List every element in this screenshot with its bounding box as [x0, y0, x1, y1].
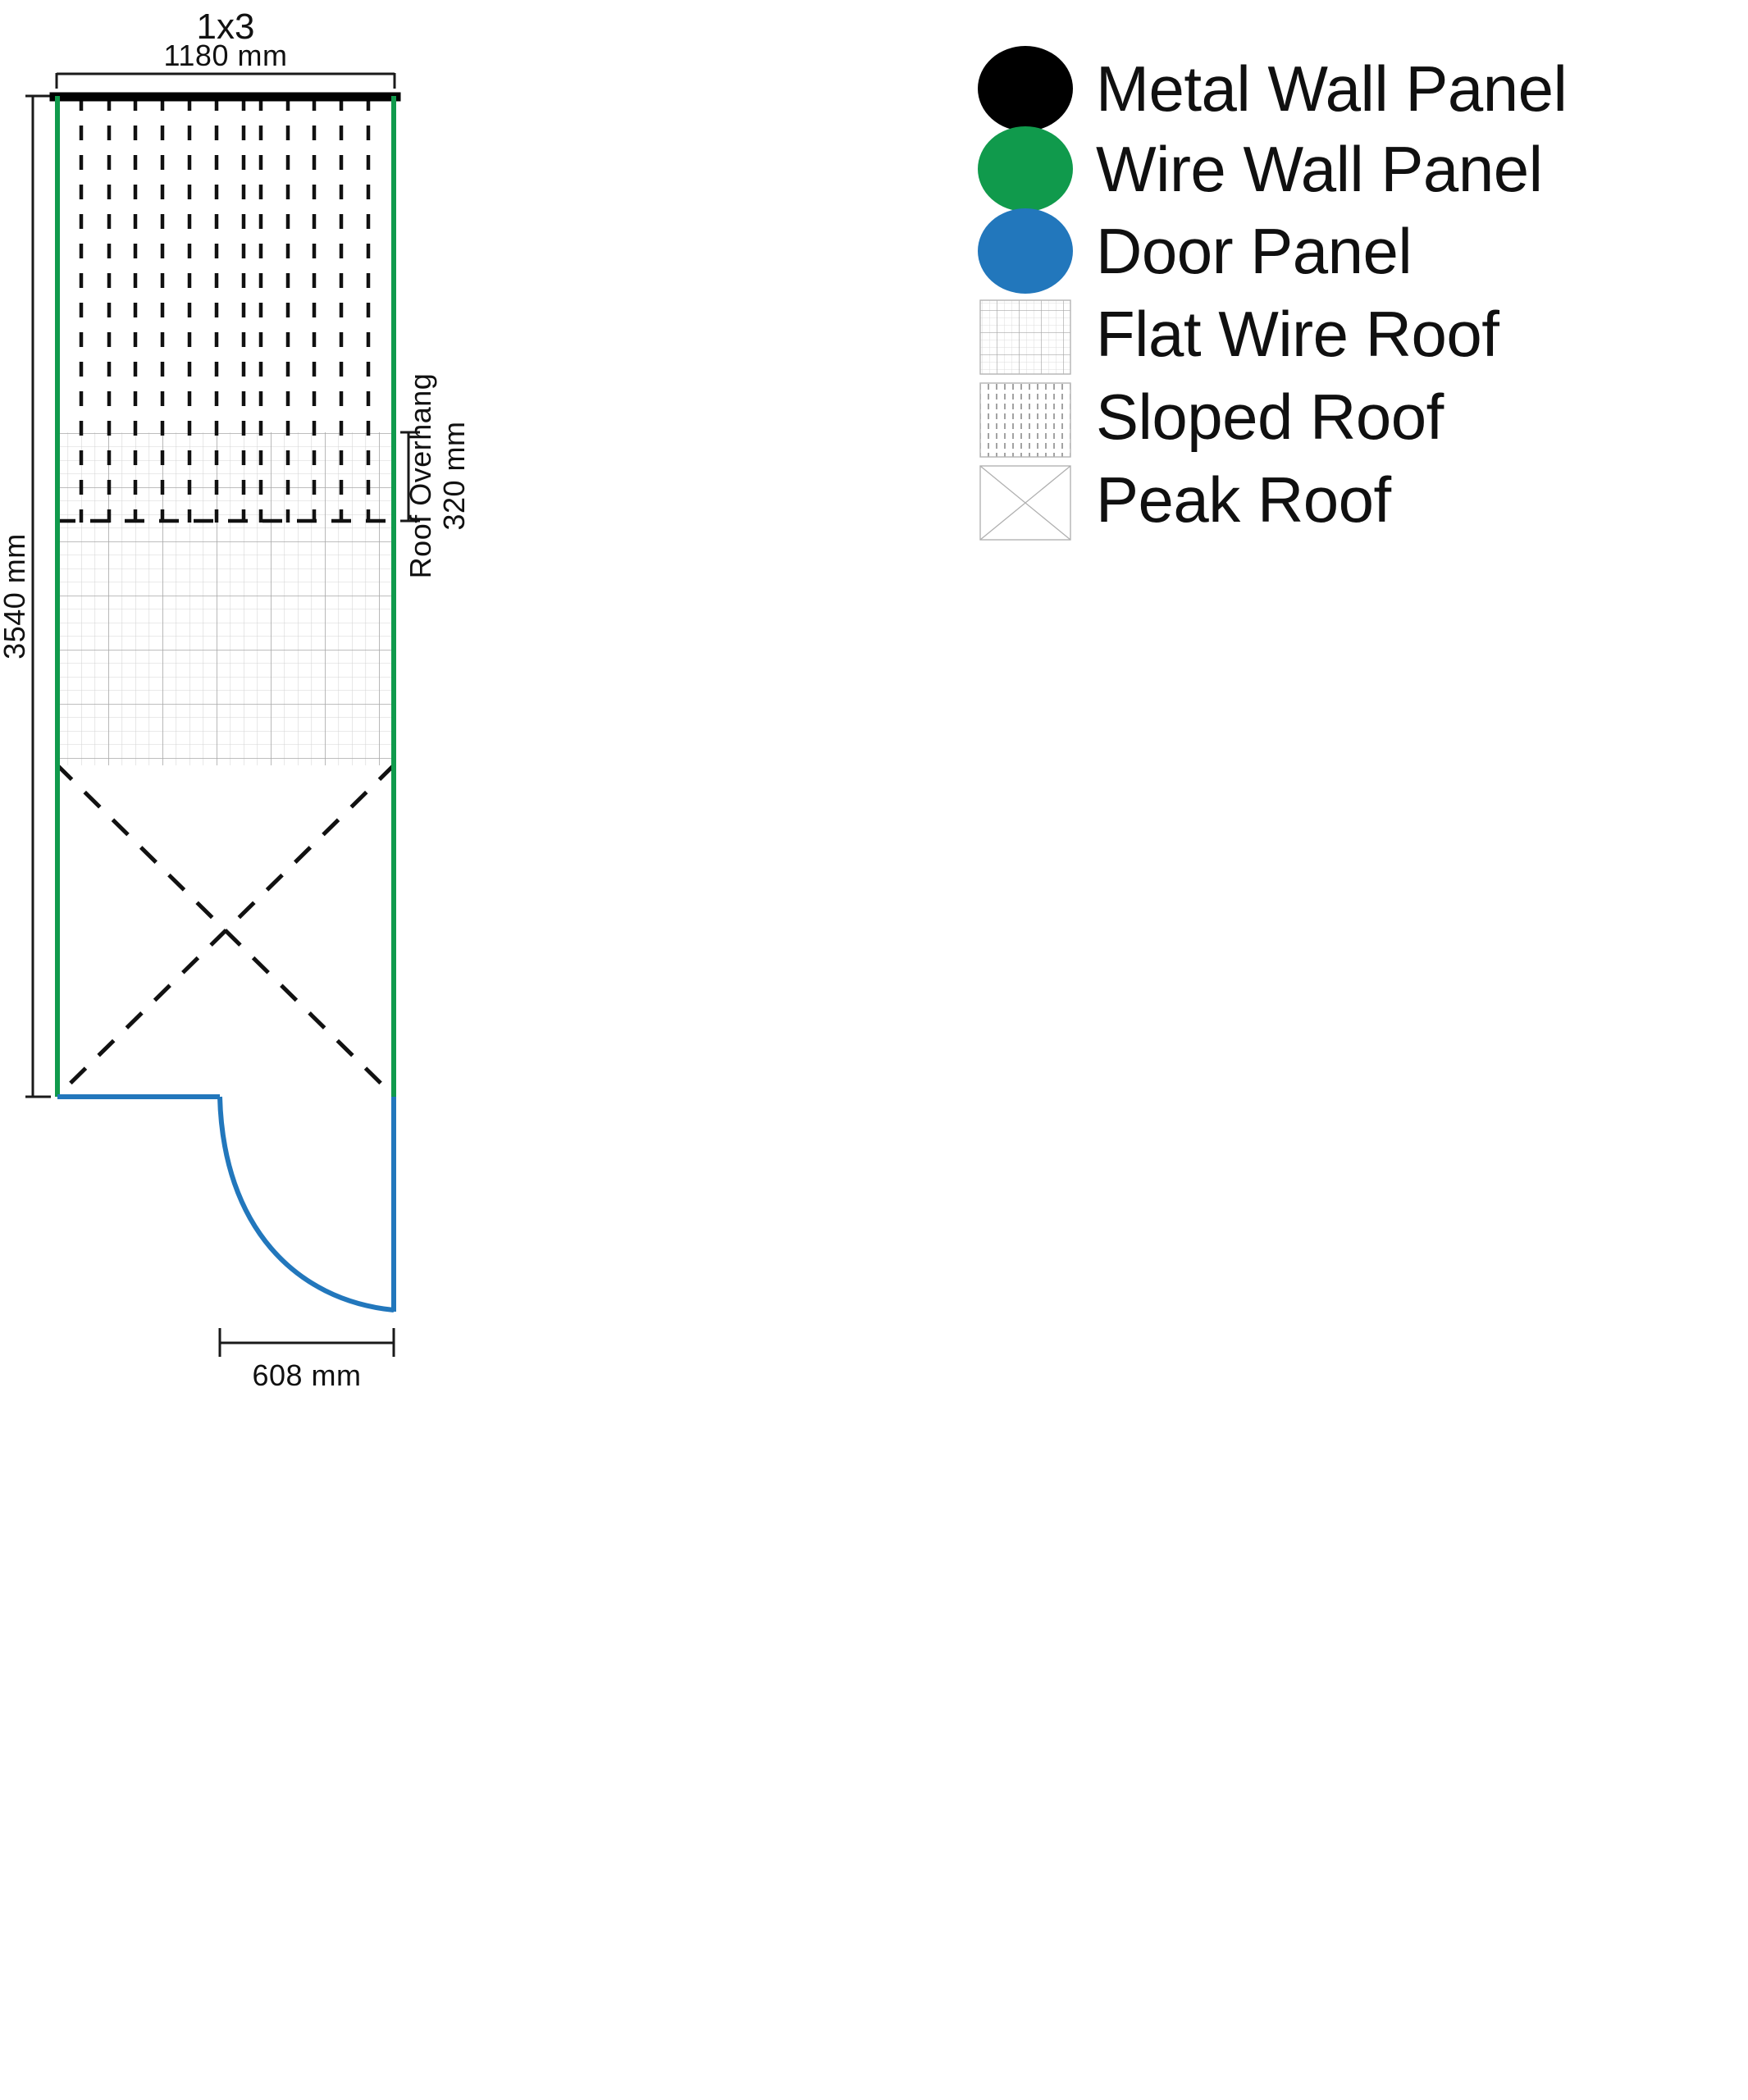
legend-item-metal-wall-panel[interactable]: Metal Wall Panel: [978, 46, 1568, 131]
door-swing-dimension-label: 608 mm: [252, 1358, 361, 1392]
legend-item-sloped-roof[interactable]: Sloped Roof: [979, 381, 1444, 458]
peak-roof-swatch-diagonal-b: [979, 465, 1071, 541]
roof-overhang-name-label: Roof Overhang: [404, 373, 437, 579]
legend-label-flat-wire-roof: Flat Wire Roof: [1096, 298, 1499, 370]
legend-label-sloped-roof: Sloped Roof: [1096, 381, 1444, 453]
door-swing-dimension: 608 mm: [218, 1328, 395, 1392]
flat-wire-roof-region: [56, 432, 395, 765]
legend-label-door-panel: Door Panel: [1096, 215, 1412, 287]
door-panel-swatch-icon: [978, 208, 1073, 294]
roof-overhang-value-label: 320 mm: [437, 421, 471, 530]
legend-item-peak-roof[interactable]: Peak Roof: [979, 463, 1392, 541]
legend-label-peak-roof: Peak Roof: [1096, 463, 1392, 536]
flat-wire-roof-swatch-icon: [979, 299, 1071, 375]
legend-label-wire-wall-panel: Wire Wall Panel: [1096, 133, 1542, 205]
door-panel-swing-arc: [217, 1096, 395, 1312]
sloped-roof-swatch-icon: [979, 382, 1071, 458]
door-panel-swing: [57, 1094, 396, 1312]
legend-item-door-panel[interactable]: Door Panel: [978, 208, 1413, 294]
roof-overhang-dimension: Roof Overhang 320 mm: [400, 373, 471, 579]
plan-title: 1x3: [197, 7, 255, 47]
sloped-roof-region: [79, 96, 371, 523]
legend-item-wire-wall-panel[interactable]: Wire Wall Panel: [978, 126, 1543, 212]
peak-roof-diagonal-b: [56, 765, 395, 1097]
width-dimension: 1180 mm: [55, 39, 396, 89]
legend: Metal Wall Panel Wire Wall Panel Door Pa…: [978, 46, 1568, 541]
wire-wall-panel-swatch-icon: [978, 126, 1073, 212]
height-dimension-label: 3540 mm: [0, 533, 31, 660]
height-dimension: 3540 mm: [0, 94, 51, 1098]
legend-label-metal-wall-panel: Metal Wall Panel: [1096, 52, 1567, 125]
legend-item-flat-wire-roof[interactable]: Flat Wire Roof: [979, 298, 1500, 375]
metal-wall-panel-swatch-icon: [978, 46, 1073, 131]
width-dimension-label: 1180 mm: [164, 39, 288, 72]
peak-roof-region: [56, 765, 395, 1097]
